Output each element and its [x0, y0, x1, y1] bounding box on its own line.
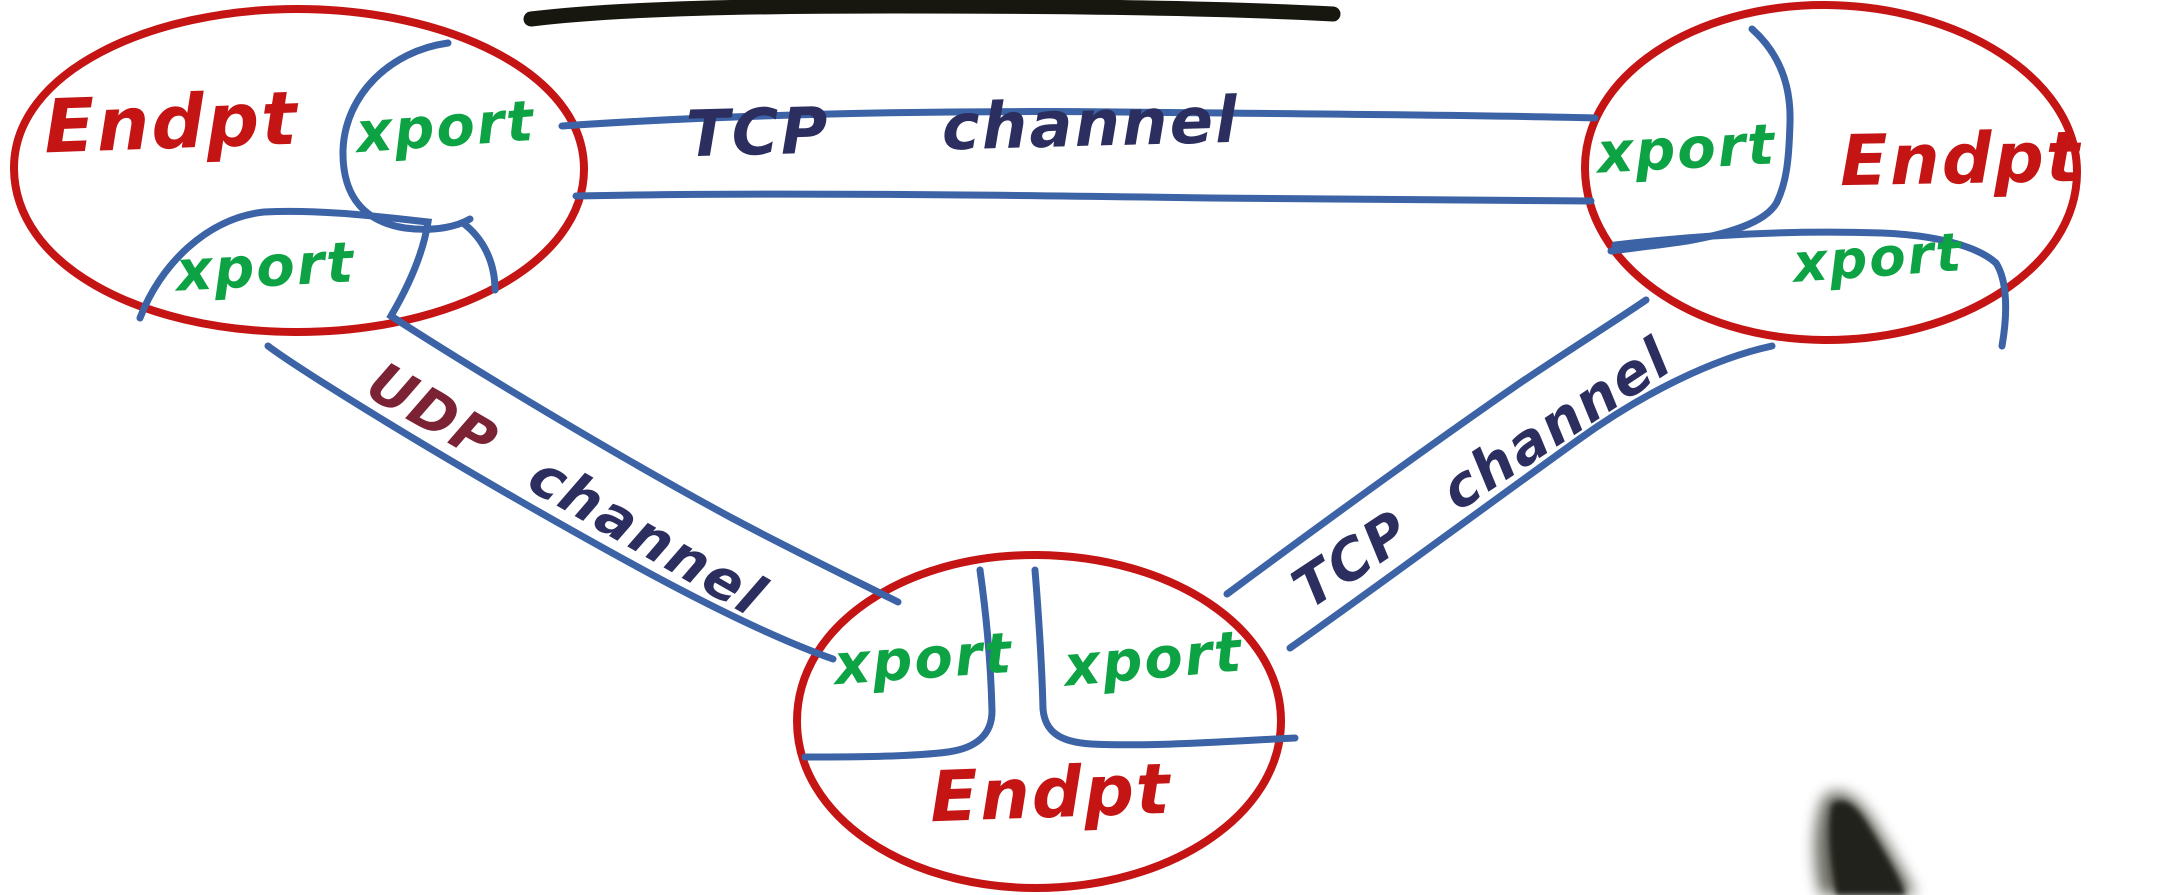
- transport-label-top-right-1: xport: [1595, 112, 1778, 187]
- endpoint-label-bottom-center: Endpt: [928, 747, 1173, 839]
- transport-label-bottom-1: xport: [831, 620, 1016, 699]
- endpoint-label-top-left: Endpt: [42, 75, 300, 171]
- transport-boundary-topright-upper: [1607, 25, 1794, 255]
- channel-label-tcp-top: TCP channel: [685, 83, 1240, 173]
- transport-label-bottom-2: xport: [1061, 619, 1246, 700]
- endpoint-outline-top-right: [1580, 0, 2082, 345]
- channel-label-tcp-top-protocol: TCP: [685, 94, 831, 173]
- transport-label-top-left-1: xport: [353, 88, 538, 167]
- tcp-top-channel-line-lower: [572, 190, 1595, 205]
- transport-label-top-left-2: xport: [174, 230, 357, 305]
- top-marker-line: [523, 0, 1341, 27]
- transport-boundary-bottom-right: [1031, 566, 1299, 749]
- transport-boundary-topleft-upper-tail: [459, 219, 499, 294]
- udp-channel-line-lower: [264, 342, 837, 663]
- transport-boundary-topright-lower: [1611, 228, 2010, 350]
- tcp-top-channel-line-upper: [558, 108, 1599, 130]
- transport-boundary-topleft-upper: [339, 39, 474, 233]
- endpoint-outline-bottom-center: [792, 550, 1286, 893]
- transport-boundary-topleft-lower-and-udp-upper-line: [136, 207, 902, 606]
- channel-label-tcp-top-noun: channel: [940, 83, 1240, 166]
- endpoint-label-top-right: Endpt: [1839, 115, 2083, 203]
- tcp-right-channel-line-lower: [1286, 342, 1776, 652]
- transport-label-top-right-2: xport: [1791, 222, 1965, 295]
- pen-cursor-icon: [1814, 791, 1916, 895]
- tcp-right-channel-line-upper: [1223, 296, 1650, 598]
- transport-boundary-bottom-left: [801, 566, 996, 761]
- endpoint-outline-top-left: [9, 4, 589, 337]
